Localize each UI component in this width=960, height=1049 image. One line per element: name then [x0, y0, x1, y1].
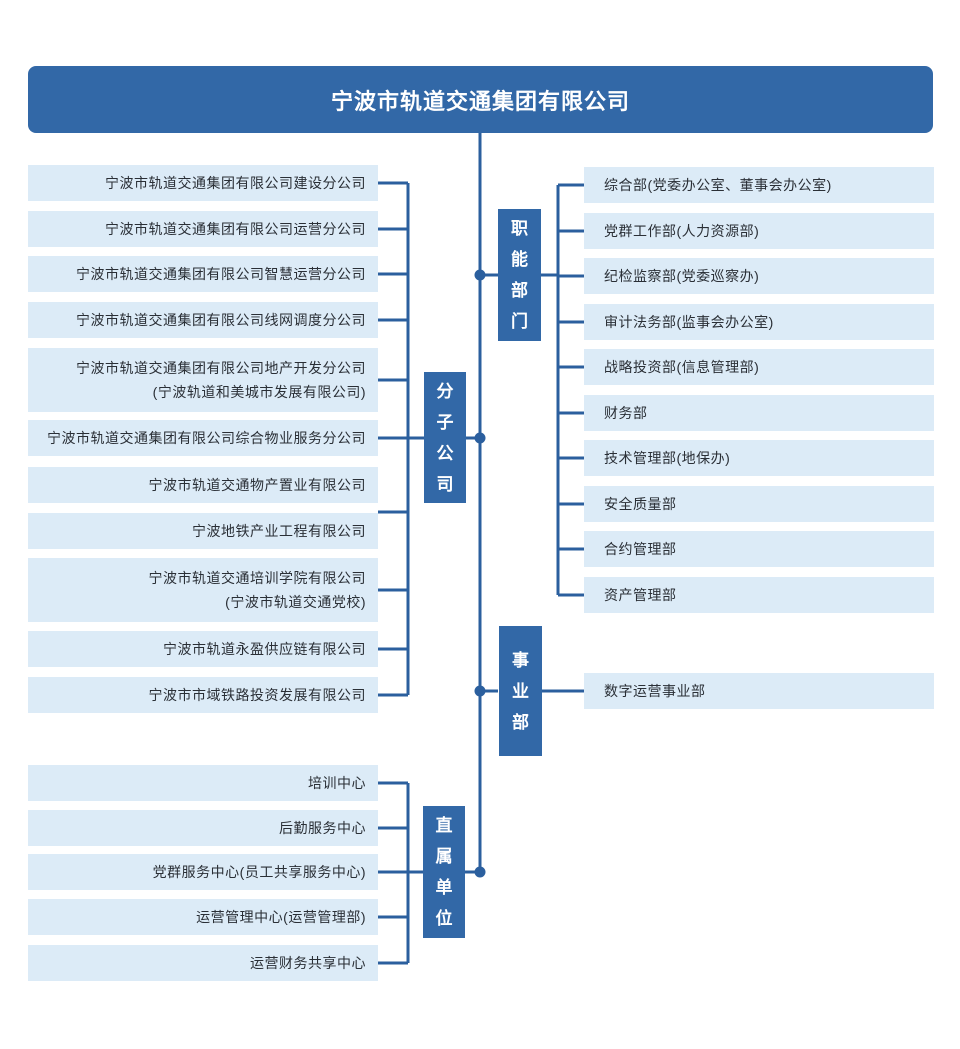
org-item-subsidiaries-4: 宁波市轨道交通集团有限公司地产开发分公司 (宁波轨道和美城市发展有限公司) — [28, 348, 378, 412]
org-item-label: 宁波市轨道交通物产置业有限公司 — [148, 477, 366, 493]
org-item-label: 审计法务部(监事会办公室) — [604, 314, 774, 330]
org-item-departments-2: 纪检监察部(党委巡察办) — [584, 258, 934, 294]
org-item-label: 运营管理中心(运营管理部) — [196, 909, 366, 925]
org-item-subsidiaries-2: 宁波市轨道交通集团有限公司智慧运营分公司 — [28, 256, 378, 292]
org-item-departments-3: 审计法务部(监事会办公室) — [584, 304, 934, 340]
group-label-departments: 职能部门 — [498, 209, 541, 341]
org-item-direct_units-0: 培训中心 — [28, 765, 378, 801]
org-item-label: (宁波市轨道交通党校) — [225, 594, 366, 610]
org-item-direct_units-3: 运营管理中心(运营管理部) — [28, 899, 378, 935]
org-item-subsidiaries-5: 宁波市轨道交通集团有限公司综合物业服务分公司 — [28, 420, 378, 456]
company-title: 宁波市轨道交通集团有限公司 — [330, 88, 630, 114]
org-item-label: 宁波市轨道交通集团有限公司运营分公司 — [105, 221, 366, 237]
group-label-divisions: 事业部 — [499, 626, 542, 756]
group-label-subsidiaries-text: 分子公司 — [436, 381, 454, 494]
org-item-label: 战略投资部(信息管理部) — [604, 359, 760, 375]
org-item-subsidiaries-8: 宁波市轨道交通培训学院有限公司 (宁波市轨道交通党校) — [28, 558, 378, 622]
org-item-label: 合约管理部 — [604, 541, 677, 557]
org-item-direct_units-1: 后勤服务中心 — [28, 810, 378, 846]
org-item-subsidiaries-0: 宁波市轨道交通集团有限公司建设分公司 — [28, 165, 378, 201]
org-item-label: 宁波市市域铁路投资发展有限公司 — [148, 687, 366, 703]
group-label-subsidiaries: 分子公司 — [424, 372, 466, 503]
org-item-label: 宁波市轨道交通集团有限公司地产开发分公司 — [76, 360, 366, 376]
group-label-direct-units: 直属单位 — [423, 806, 465, 938]
org-item-label: 宁波市轨道交通集团有限公司综合物业服务分公司 — [47, 430, 366, 446]
org-item-departments-4: 战略投资部(信息管理部) — [584, 349, 934, 385]
org-item-label: 资产管理部 — [604, 587, 677, 603]
org-item-label: 纪检监察部(党委巡察办) — [604, 268, 760, 284]
org-item-label: (宁波轨道和美城市发展有限公司) — [152, 384, 366, 400]
org-item-direct_units-2: 党群服务中心(员工共享服务中心) — [28, 854, 378, 890]
org-item-departments-7: 安全质量部 — [584, 486, 934, 522]
org-item-subsidiaries-10: 宁波市市域铁路投资发展有限公司 — [28, 677, 378, 713]
org-item-label: 财务部 — [604, 405, 648, 421]
org-item-departments-5: 财务部 — [584, 395, 934, 431]
group-label-departments-text: 职能部门 — [511, 219, 528, 331]
org-item-label: 宁波市轨道永盈供应链有限公司 — [163, 641, 366, 657]
org-item-label: 宁波市轨道交通培训学院有限公司 — [148, 570, 366, 586]
org-item-departments-8: 合约管理部 — [584, 531, 934, 567]
org-item-label: 宁波市轨道交通集团有限公司智慧运营分公司 — [76, 266, 366, 282]
company-title-banner: 宁波市轨道交通集团有限公司 — [28, 66, 933, 133]
org-item-subsidiaries-3: 宁波市轨道交通集团有限公司线网调度分公司 — [28, 302, 378, 338]
org-item-departments-0: 综合部(党委办公室、董事会办公室) — [584, 167, 934, 203]
org-item-label: 党群工作部(人力资源部) — [604, 223, 760, 239]
org-item-label: 安全质量部 — [604, 496, 677, 512]
org-item-subsidiaries-1: 宁波市轨道交通集团有限公司运营分公司 — [28, 211, 378, 247]
group-label-divisions-text: 事业部 — [512, 650, 529, 732]
org-item-departments-9: 资产管理部 — [584, 577, 934, 613]
org-item-label: 培训中心 — [308, 775, 366, 791]
org-item-label: 宁波市轨道交通集团有限公司线网调度分公司 — [76, 312, 366, 328]
org-item-label: 运营财务共享中心 — [250, 955, 366, 971]
org-item-label: 宁波地铁产业工程有限公司 — [192, 523, 366, 539]
org-item-label: 后勤服务中心 — [279, 820, 366, 836]
org-item-label: 数字运营事业部 — [604, 683, 706, 699]
org-item-label: 技术管理部(地保办) — [604, 450, 731, 466]
org-item-label: 综合部(党委办公室、董事会办公室) — [604, 177, 832, 193]
org-item-subsidiaries-6: 宁波市轨道交通物产置业有限公司 — [28, 467, 378, 503]
org-item-subsidiaries-9: 宁波市轨道永盈供应链有限公司 — [28, 631, 378, 667]
org-item-departments-1: 党群工作部(人力资源部) — [584, 213, 934, 249]
org-item-departments-6: 技术管理部(地保办) — [584, 440, 934, 476]
org-item-divisions-0: 数字运营事业部 — [584, 673, 934, 709]
org-item-direct_units-4: 运营财务共享中心 — [28, 945, 378, 981]
org-item-label: 党群服务中心(员工共享服务中心) — [152, 864, 366, 880]
group-label-direct-units-text: 直属单位 — [435, 816, 453, 928]
org-item-label: 宁波市轨道交通集团有限公司建设分公司 — [105, 175, 366, 191]
org-item-subsidiaries-7: 宁波地铁产业工程有限公司 — [28, 513, 378, 549]
